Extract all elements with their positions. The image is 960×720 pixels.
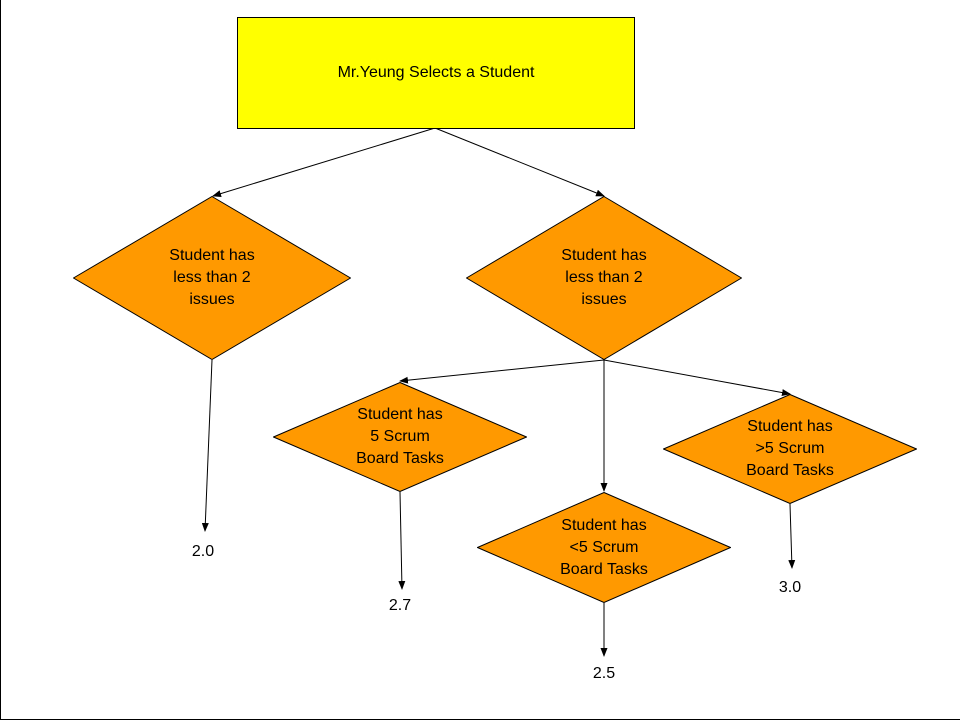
diamond-shape [663,394,917,504]
arrow-right-issues-to-five-tasks [399,359,605,384]
diamond-shape [273,382,527,492]
start-box-label: Mr.Yeung Selects a Student [337,64,535,81]
decision-line: >5 Scrum [755,440,825,457]
outcome-2-7: 2.7 [388,597,412,614]
arrow-left-issues-to-outcome-2-0 [201,359,213,532]
outcome-2-0: 2.0 [191,543,215,560]
diamond-shape [466,196,742,360]
decision-line: 5 Scrum [370,428,430,445]
decision-line: Student has [169,247,255,264]
decision-line: Student has [561,247,647,264]
diamond-shape [477,492,731,603]
decision-over-five-scrum-tasks: Student has >5 Scrum Board Tasks [663,394,917,504]
arrow-over-five-tasks-to-outcome-3-0 [788,503,796,569]
arrow-start-to-left-issues [212,127,436,198]
decision-line: less than 2 [565,269,643,286]
decision-line: issues [189,291,235,308]
decision-five-scrum-tasks-text: Student has 5 Scrum Board Tasks [273,382,527,492]
decision-line: less than 2 [173,269,251,286]
arrow-five-tasks-to-outcome-2-7 [398,491,406,590]
decision-left-issues: Student has less than 2 issues [73,196,351,360]
decision-line: Student has [357,406,443,423]
arrow-right-issues-to-over-five-tasks [603,359,791,397]
decision-line: Board Tasks [356,450,444,467]
decision-right-issues: Student has less than 2 issues [466,196,742,360]
decision-left-issues-text: Student has less than 2 issues [73,196,351,360]
decision-under-five-scrum-tasks: Student has <5 Scrum Board Tasks [477,492,731,603]
arrow-start-to-right-issues [434,127,605,197]
decision-over-five-scrum-tasks-text: Student has >5 Scrum Board Tasks [663,394,917,504]
start-box: Mr.Yeung Selects a Student [237,17,635,129]
decision-line: issues [581,291,627,308]
decision-line: Board Tasks [560,560,648,578]
decision-line: <5 Scrum [569,538,639,556]
decision-line: Board Tasks [746,462,834,479]
decision-five-scrum-tasks: Student has 5 Scrum Board Tasks [273,382,527,492]
decision-under-five-scrum-tasks-text: Student has <5 Scrum Board Tasks [477,492,731,603]
decision-right-issues-text: Student has less than 2 issues [466,196,742,360]
decision-line: Student has [747,418,833,435]
outcome-2-5: 2.5 [592,665,616,682]
outcome-3-0: 3.0 [778,579,802,596]
diamond-shape [73,196,351,360]
decision-line: Student has [561,516,647,534]
